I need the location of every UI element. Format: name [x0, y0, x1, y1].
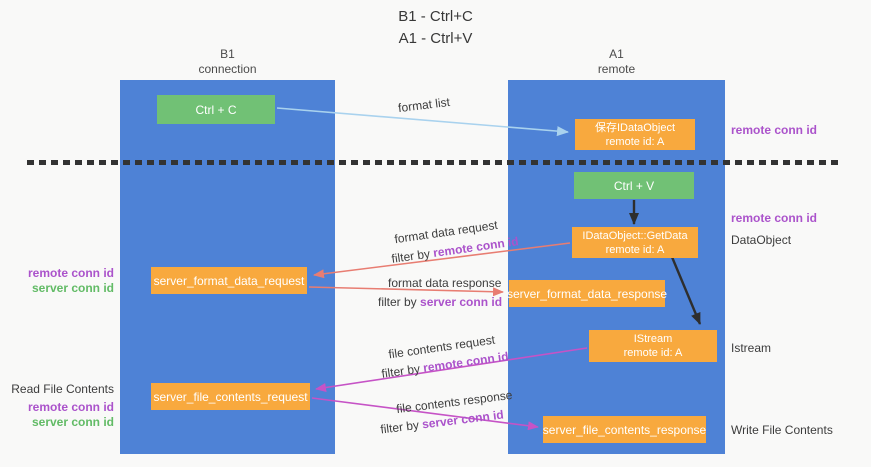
node-save-idataobject: 保存IDataObject remote id: A	[575, 119, 695, 150]
format-response-filter-key: server conn id	[420, 295, 503, 309]
diagram-title: B1 - Ctrl+C A1 - Ctrl+V	[0, 6, 871, 50]
node-server-format-data-request: server_format_data_request	[151, 267, 307, 294]
node-server-format-data-response: server_format_data_response	[507, 280, 667, 307]
format-list-label: format list	[397, 94, 451, 116]
left-server-conn-id-format: server conn id	[31, 281, 114, 295]
format-response-filter-prefix: filter by	[378, 295, 421, 309]
format-data-response-label: format data response	[388, 276, 502, 290]
node-idataobject-getdata: IDataObject::GetData remote id: A	[572, 227, 698, 258]
node-save-idataobject-line2: remote id: A	[605, 135, 665, 148]
node-istream-line1: IStream	[633, 333, 673, 345]
title-line-2: A1 - Ctrl+V	[398, 30, 473, 47]
node-istream-line2: remote id: A	[623, 347, 683, 359]
right-remote-conn-id-top: remote conn id	[731, 123, 818, 137]
node-istream: IStream remote id: A	[589, 330, 717, 362]
node-getdata-line2: remote id: A	[605, 243, 665, 256]
lane-header-b1: B1 connection	[120, 47, 335, 77]
left-server-conn-id-file: server conn id	[31, 415, 114, 429]
lane-header-a1: A1 remote	[508, 47, 725, 77]
node-getdata-line1: IDataObject::GetData	[582, 229, 688, 242]
file-response-filter-prefix: filter by	[379, 417, 424, 437]
left-remote-conn-id-format: remote conn id	[27, 266, 114, 280]
node-server-file-contents-response: server_file_contents_response	[543, 416, 706, 443]
lane-a1-subtitle: remote	[597, 62, 636, 76]
node-ctrl-v: Ctrl + V	[574, 172, 694, 199]
lane-a1-name: A1	[609, 47, 624, 61]
format-request-filter-prefix: filter by	[390, 246, 435, 266]
read-file-contents-label: Read File Contents	[11, 382, 114, 396]
lane-b1-subtitle: connection	[198, 62, 257, 76]
lane-b1-name: B1	[220, 47, 235, 61]
node-server-file-contents-request: server_file_contents_request	[151, 383, 310, 410]
right-remote-conn-id-mid: remote conn id	[731, 211, 818, 225]
dataobject-label: DataObject	[731, 233, 792, 247]
istream-label: Istream	[731, 341, 772, 355]
node-save-idataobject-line1: 保存IDataObject	[594, 121, 676, 134]
write-file-contents-label: Write File Contents	[731, 423, 833, 437]
left-remote-conn-id-file: remote conn id	[27, 400, 114, 414]
title-line-1: B1 - Ctrl+C	[398, 8, 473, 25]
session-separator-line	[27, 160, 838, 165]
format-response-filter-label: filter by server conn id	[378, 295, 502, 309]
file-request-filter-prefix: filter by	[380, 361, 425, 381]
node-ctrl-c: Ctrl + C	[157, 95, 275, 124]
